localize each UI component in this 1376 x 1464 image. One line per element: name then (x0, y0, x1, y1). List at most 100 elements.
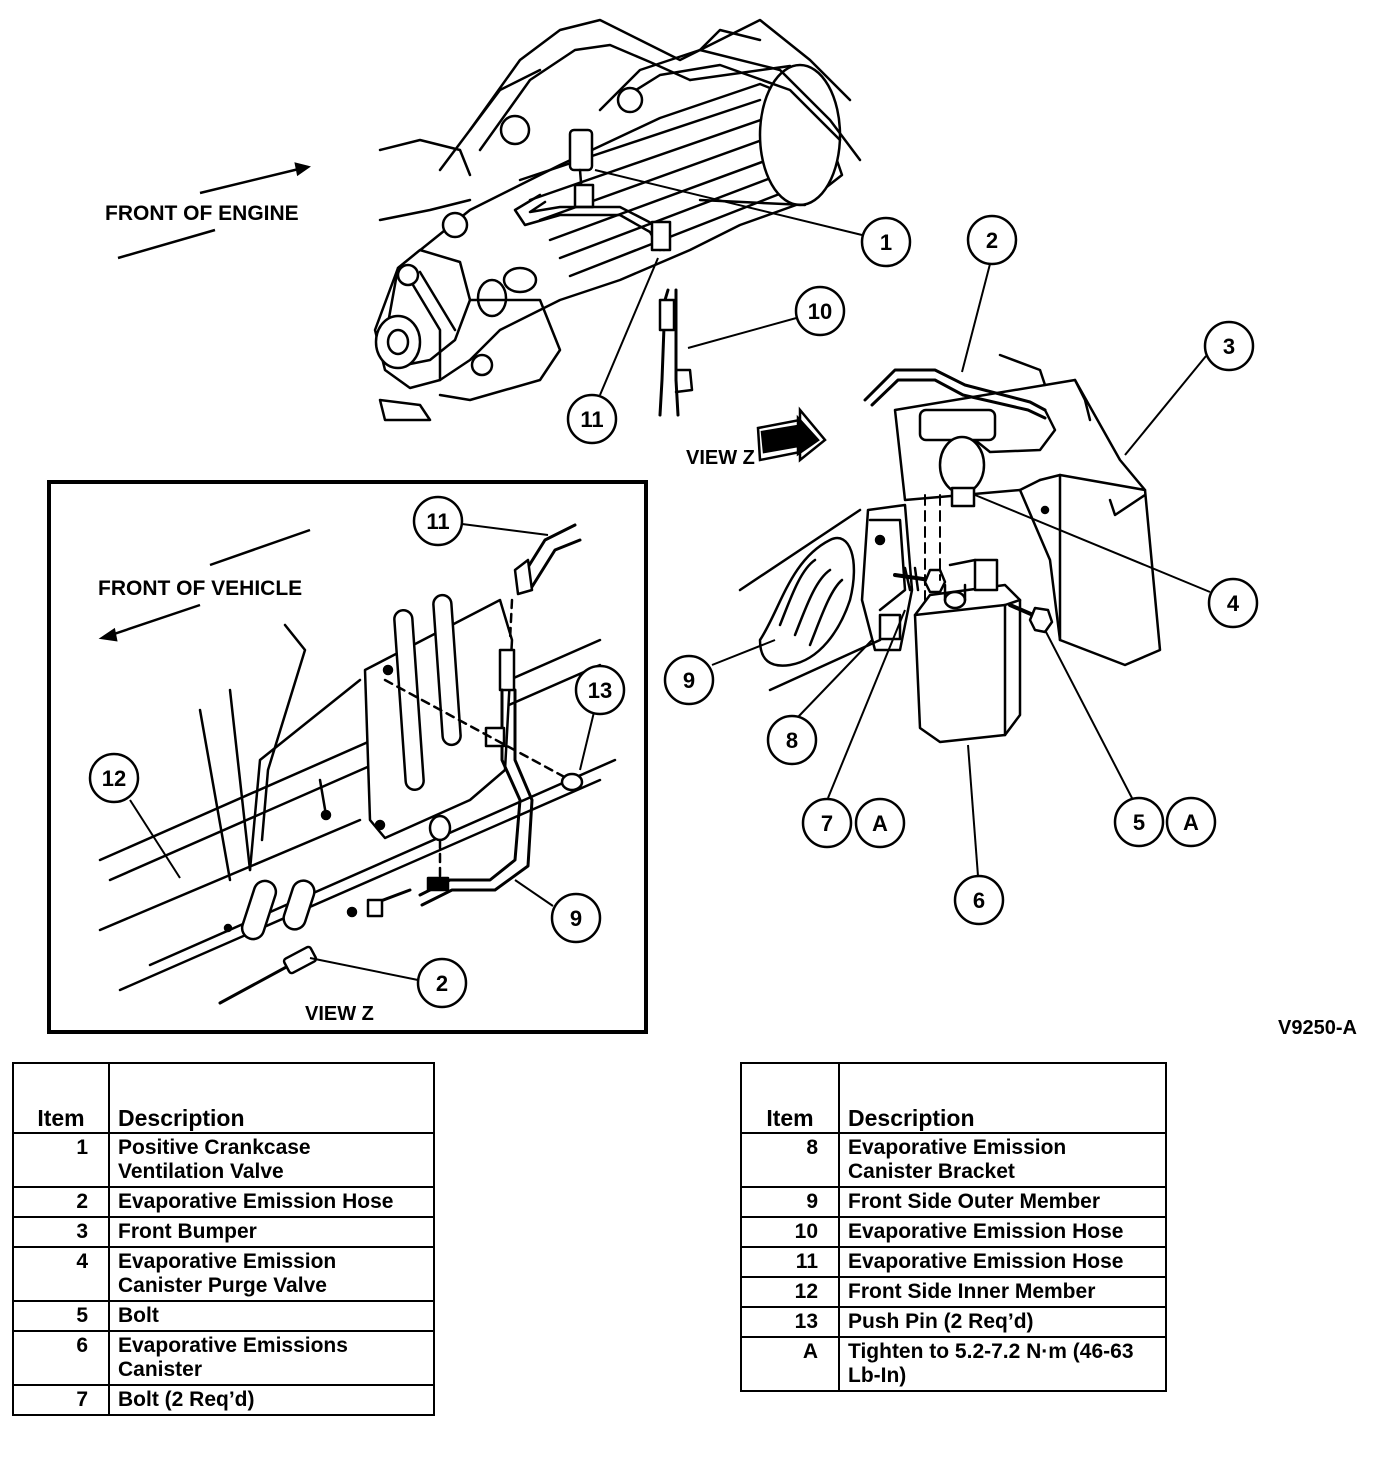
legend-description-line: Push Pin (2 Req’d) (848, 1310, 1034, 1333)
svg-text:11: 11 (580, 407, 603, 432)
front-of-engine-arrow (117, 162, 311, 260)
legend-item-number: 4 (12, 1246, 110, 1302)
legend-description-line: Tighten to 5.2-7.2 N·m (46-63 (848, 1340, 1134, 1363)
legend-description-line: Evaporative Emission (848, 1136, 1067, 1159)
callout-2-inset: 2 (416, 957, 468, 1009)
legend-description-line: Canister Purge Valve (118, 1274, 327, 1297)
legend-item-number: A (740, 1336, 840, 1392)
legend-description-line: Evaporative Emission Hose (118, 1190, 394, 1213)
callout-7: 7 (801, 797, 853, 849)
front-of-vehicle-label: FRONT OF VEHICLE (98, 577, 302, 600)
legend-description-line: Evaporative Emission Hose (848, 1220, 1124, 1243)
legend-item-description: Front Bumper (108, 1216, 435, 1248)
legend-row: 5 Bolt (12, 1300, 435, 1332)
legend-description-line: Lb-In) (848, 1364, 907, 1387)
legend-item-description: Push Pin (2 Req’d) (838, 1306, 1167, 1338)
front-of-vehicle-arrow (98, 528, 311, 642)
legend-description-line: Canister Bracket (848, 1160, 1015, 1183)
figure-code: V9250-A (1278, 1017, 1357, 1039)
legend-item-number: 3 (12, 1216, 110, 1248)
callout-12: 12 (88, 752, 140, 804)
legend-item-number: 10 (740, 1216, 840, 1248)
canister-assembly (738, 353, 1162, 744)
legend-description-line: Bolt (2 Req’d) (118, 1388, 255, 1411)
svg-text:2: 2 (986, 228, 998, 253)
svg-text:7: 7 (821, 811, 833, 836)
legend-description-line: Canister (118, 1358, 203, 1381)
svg-text:2: 2 (436, 971, 448, 996)
legend-description-line: Front Side Outer Member (848, 1190, 1101, 1213)
callout-3: 3 (1203, 320, 1255, 372)
legend-description-line: Front Side Inner Member (848, 1280, 1096, 1303)
legend-description-line: Evaporative Emission Hose (848, 1250, 1124, 1273)
callout-1: 1 (860, 216, 912, 268)
view-z-inset-label: VIEW Z (305, 1003, 374, 1025)
callout-6: 6 (953, 874, 1005, 926)
leader-lines (129, 169, 1211, 981)
svg-text:1: 1 (880, 230, 892, 255)
engine-illustration (373, 18, 862, 422)
legend-description-line: Bolt (118, 1304, 159, 1327)
legend-description-line: Positive Crankcase (118, 1136, 311, 1159)
callout-5: 5 (1113, 796, 1165, 848)
svg-text:4: 4 (1227, 591, 1240, 616)
legend-row: 9 Front Side Outer Member (740, 1186, 1167, 1218)
legend-item-description: Evaporative Emission Hose (108, 1186, 435, 1218)
legend-item-number: 1 (12, 1132, 110, 1188)
legend-item-number: 11 (740, 1246, 840, 1278)
legend-item-number: 5 (12, 1300, 110, 1332)
svg-text:12: 12 (102, 766, 126, 791)
svg-text:8: 8 (786, 728, 798, 753)
legend-description-line: Evaporative Emissions (118, 1334, 348, 1357)
svg-text:13: 13 (588, 678, 612, 703)
legend-header-description: Description (838, 1062, 1167, 1134)
legend-item-number: 9 (740, 1186, 840, 1218)
callout-2-top: 2 (966, 214, 1018, 266)
legend-row: 10 Evaporative Emission Hose (740, 1216, 1167, 1248)
svg-text:11: 11 (426, 509, 449, 534)
legend-header-description: Description (108, 1062, 435, 1134)
legend-item-number: 6 (12, 1330, 110, 1386)
legend-item-description: Front Side Outer Member (838, 1186, 1167, 1218)
legend-item-number: 8 (740, 1132, 840, 1188)
legend-item-number: 2 (12, 1186, 110, 1218)
legend-item-number: 12 (740, 1276, 840, 1308)
view-z-arrow-label: VIEW Z (686, 447, 755, 469)
svg-text:A: A (872, 811, 888, 836)
svg-text:5: 5 (1133, 810, 1145, 835)
front-of-engine-label: FRONT OF ENGINE (105, 202, 299, 225)
callout-9-right: 9 (663, 654, 715, 706)
callout-9-inset: 9 (550, 892, 602, 944)
svg-text:6: 6 (973, 888, 985, 913)
callout-5-a: A (1165, 796, 1217, 848)
legend-row: 2 Evaporative Emission Hose (12, 1186, 435, 1218)
callout-10: 10 (794, 285, 846, 337)
legend-item-description: Bolt (108, 1300, 435, 1332)
svg-text:9: 9 (683, 668, 695, 693)
legend-item-description: Evaporative Emission Hose (838, 1246, 1167, 1278)
callout-4: 4 (1207, 577, 1259, 629)
callout-11-top: 11 (566, 393, 618, 445)
legend-description-line: Ventilation Valve (118, 1160, 284, 1183)
legend-item-number: 13 (740, 1306, 840, 1338)
legend-header-item: Item (740, 1062, 840, 1134)
svg-text:9: 9 (570, 906, 582, 931)
callout-13: 13 (574, 664, 626, 716)
callout-7-a: A (854, 797, 906, 849)
legend-description-line: Evaporative Emission (118, 1250, 337, 1273)
